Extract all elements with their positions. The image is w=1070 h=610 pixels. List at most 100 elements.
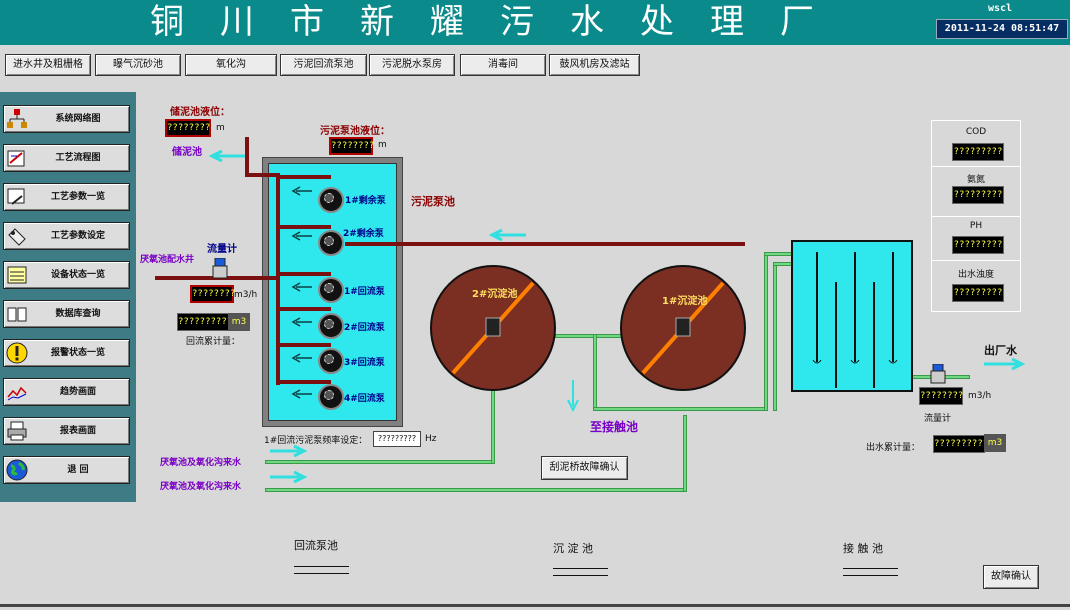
sidebar-item-database[interactable]: 数据库查询	[3, 300, 130, 328]
outlet-total-unit: m3	[984, 434, 1006, 452]
page-title: 铜川市新耀污水处理厂	[150, 2, 850, 42]
pipe	[593, 407, 768, 411]
sludge-pit-level-unit: m	[378, 140, 387, 150]
flowmeter-icon[interactable]	[210, 258, 230, 282]
storage-pool-label: 储泥池	[172, 147, 202, 158]
return-total-value: ??????????	[177, 313, 232, 331]
pipe	[276, 272, 331, 276]
ammonia-label: 氨氮	[966, 175, 985, 185]
sidebar-item-alarm[interactable]: 报警状态一览	[3, 339, 130, 367]
sidebar-item-back[interactable]: 退 回	[3, 456, 130, 484]
tab-sludge-return-pit[interactable]: 污泥回流泵池	[280, 54, 367, 76]
sidebar-item-flowchart[interactable]: 工艺流程图	[3, 144, 130, 172]
bottom-border	[0, 604, 1070, 607]
settings-icon	[8, 228, 26, 246]
sidebar-item-report[interactable]: 报表画面	[3, 417, 130, 445]
pump-label: 2#剩余泵	[343, 229, 384, 239]
anoxic-well-label: 厌氧池配水井	[140, 255, 195, 265]
legend-contact: 接 触 池	[843, 542, 883, 555]
ph-label: PH	[969, 221, 983, 231]
sidebar-item-trend[interactable]: 趋势画面	[3, 378, 130, 406]
sidebar-item-device-status[interactable]: 设备状态一览	[3, 261, 130, 289]
divider	[932, 260, 1020, 261]
pipe	[276, 380, 331, 384]
sidebar-item-network[interactable]: 系统网络图	[3, 105, 130, 133]
outlet-label: 出厂水	[984, 344, 1017, 357]
pipe	[773, 262, 792, 266]
ph-value: ?????????	[952, 236, 1004, 254]
flow-arrow-right-icon	[270, 471, 308, 483]
flow-arrow-left-icon	[488, 229, 526, 241]
sidebar: 系统网络图 工艺流程图 工艺参数一览 工艺参数设定 设备状态一览 数据库查询 报…	[0, 92, 136, 502]
flow-arrow-left-icon	[291, 317, 312, 327]
pump-icon[interactable]	[318, 384, 344, 410]
flow-arrow-down-icon	[567, 380, 579, 412]
pipe	[245, 137, 249, 177]
sidebar-item-label: 报表画面	[59, 426, 96, 436]
tab-oxidation-ditch[interactable]: 氧化沟	[185, 54, 277, 76]
scraper-fault-button[interactable]: 刮泥桥故障确认	[541, 456, 628, 480]
to-contact-label: 至接触池	[590, 420, 639, 434]
turbidity-label: 出水浊度	[957, 270, 994, 280]
sidebar-item-label: 退 回	[67, 465, 89, 475]
return-total-unit: m3	[228, 313, 250, 331]
sludge-pit-level-value: ????????	[329, 137, 374, 155]
storage-level-unit: m	[216, 123, 225, 133]
pump-label: 1#回流泵	[344, 287, 385, 297]
pump-label: 2#回流泵	[344, 323, 385, 333]
flow-arrow-right-icon	[270, 445, 308, 457]
alarm-icon	[6, 342, 28, 364]
outlet-total-label: 出水累计量：	[866, 443, 921, 453]
clarifier-1-label: 1#沉淀池	[662, 296, 708, 307]
datetime-display: 2011-11-24 08:51:47	[936, 19, 1068, 39]
ammonia-value: ?????????	[952, 186, 1004, 204]
sidebar-item-params-setting[interactable]: 工艺参数设定	[3, 222, 130, 250]
outlet-flowmeter-icon[interactable]	[928, 364, 948, 386]
pipe	[276, 225, 331, 229]
tab-grit-chamber[interactable]: 曝气沉砂池	[95, 54, 181, 76]
sidebar-item-label: 工艺参数设定	[50, 231, 105, 241]
pump-icon[interactable]	[318, 313, 344, 339]
flowchart-icon	[7, 150, 25, 167]
legend-line	[553, 568, 608, 576]
inflow-pipe	[265, 460, 495, 464]
fault-confirm-button[interactable]: 故障确认	[983, 565, 1039, 589]
user-name: wscl	[987, 3, 1013, 14]
pump-icon[interactable]	[318, 348, 344, 374]
return-total-label: 回流累计量：	[186, 337, 241, 347]
outlet-flow-value: ????????	[919, 387, 963, 405]
sidebar-item-params-overview[interactable]: 工艺参数一览	[3, 183, 130, 211]
printer-icon	[7, 421, 27, 441]
tab-sludge-dewatering[interactable]: 污泥脱水泵房	[369, 54, 455, 76]
globe-icon	[6, 459, 28, 481]
tab-blower-filter[interactable]: 鼓风机房及滤站	[549, 54, 640, 76]
outlet-total-value: ??????????	[933, 435, 988, 453]
cod-label: COD	[965, 127, 987, 137]
pipe	[773, 262, 777, 411]
divider	[932, 166, 1020, 167]
pump-icon[interactable]	[318, 187, 344, 213]
sidebar-item-label: 报警状态一览	[50, 348, 105, 358]
pipe	[276, 307, 331, 311]
freq-input[interactable]: ?????????	[373, 431, 421, 447]
pump-icon[interactable]	[318, 277, 344, 303]
outlet-flow-unit: m3/h	[968, 391, 992, 401]
tab-disinfection[interactable]: 消毒间	[460, 54, 546, 76]
flow-arrow-left-icon	[291, 353, 312, 363]
pipe	[683, 415, 687, 492]
title-bar	[0, 0, 1070, 45]
pump-icon[interactable]	[318, 230, 344, 256]
inflow-label: 厌氧池及氧化沟来水	[160, 482, 242, 492]
legend-return-pit: 回流泵池	[294, 539, 338, 552]
sidebar-item-label: 工艺参数一览	[50, 192, 105, 202]
water-quality-panel: COD ????????? 氨氮 ????????? PH ????????? …	[931, 120, 1021, 312]
flow-arrow-left-icon	[291, 231, 312, 241]
tab-inlet-well[interactable]: 进水井及粗栅格	[5, 54, 91, 76]
contact-tank-baffles	[812, 252, 898, 388]
database-book-icon	[7, 307, 27, 322]
legend-clarifier: 沉 淀 池	[553, 542, 593, 555]
clarifier-2	[430, 265, 556, 391]
pipe	[245, 173, 280, 177]
sidebar-item-label: 工艺流程图	[55, 153, 101, 163]
turbidity-value: ?????????	[952, 284, 1004, 302]
